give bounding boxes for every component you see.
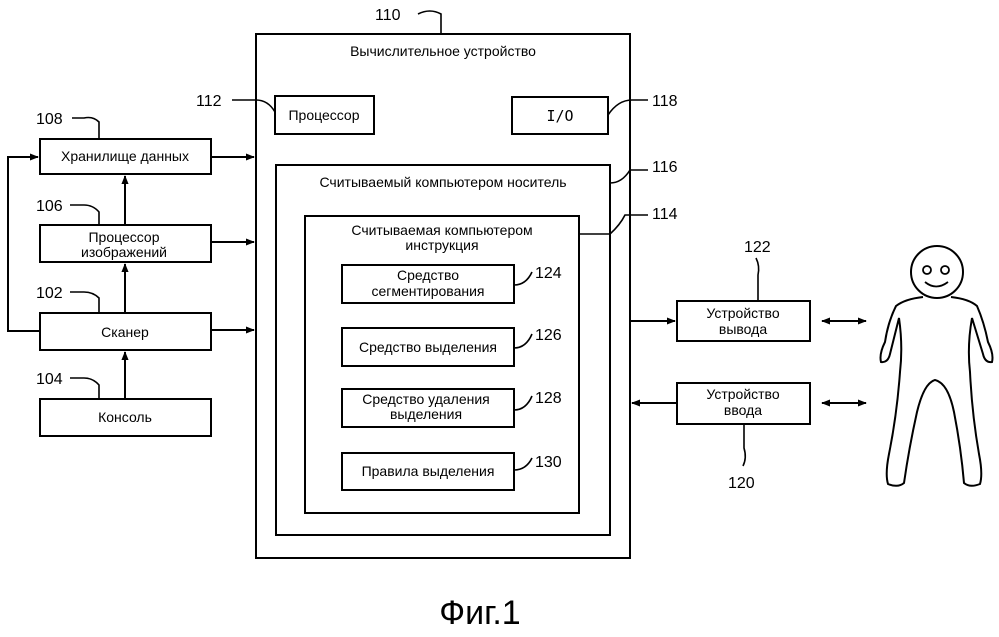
image-processor-box: Процессор изображений [40, 225, 211, 262]
data-storage-box: Хранилище данных [40, 139, 211, 174]
leader-102 [70, 292, 99, 313]
figure-caption: Фиг.1 [439, 594, 520, 632]
leader-122 [756, 258, 759, 301]
ref-126: 126 [535, 327, 562, 344]
user-body [881, 297, 993, 486]
io-box: I/O [512, 97, 608, 134]
highlight-removal-line2: выделения [390, 406, 462, 422]
leader-108 [72, 118, 99, 140]
output-device-box: Устройство вывода [677, 301, 810, 341]
image-processor-line2: изображений [81, 244, 167, 260]
scanner-box: Сканер [40, 313, 211, 350]
highlight-removal-box: Средство удаления выделения [342, 389, 514, 427]
console-label: Консоль [98, 409, 152, 425]
input-device-line1: Устройство [706, 386, 779, 402]
ref-102: 102 [36, 285, 63, 302]
instruction-label-line1: Считываемая компьютером [351, 222, 532, 238]
highlight-label: Средство выделения [359, 339, 497, 355]
segmentation-line1: Средство [397, 267, 459, 283]
leader-110 [418, 11, 441, 34]
ref-128: 128 [535, 390, 562, 407]
medium-label: Считываемый компьютером носитель [319, 174, 566, 190]
ref-122: 122 [744, 239, 771, 256]
ref-116: 116 [652, 159, 678, 176]
ref-130: 130 [535, 454, 562, 471]
processor-label: Процессор [288, 107, 359, 123]
output-device-line1: Устройство [706, 305, 779, 321]
user-head [911, 246, 963, 298]
ref-124: 124 [535, 265, 562, 282]
ref-104: 104 [36, 371, 63, 388]
instruction-label-line2: инструкция [405, 237, 478, 253]
highlight-box: Средство выделения [342, 328, 514, 366]
image-processor-line1: Процессор [88, 229, 159, 245]
leader-106 [70, 205, 99, 225]
scanner-label: Сканер [101, 324, 149, 340]
input-device-box: Устройство ввода [677, 383, 810, 424]
highlight-rules-box: Правила выделения [342, 453, 514, 490]
ref-112: 112 [196, 93, 222, 110]
highlight-rules-label: Правила выделения [362, 463, 495, 479]
segmentation-line2: сегментирования [371, 283, 484, 299]
leader-120 [743, 424, 745, 466]
ref-108: 108 [36, 111, 63, 128]
computing-device-title: Вычислительное устройство [350, 43, 536, 59]
console-box: Консоль [40, 399, 211, 436]
ref-120: 120 [728, 475, 755, 492]
output-device-line2: вывода [719, 321, 767, 337]
input-device-line2: ввода [724, 402, 762, 418]
ref-106: 106 [36, 198, 63, 215]
io-label: I/O [546, 107, 573, 125]
segmentation-box: Средство сегментирования [342, 265, 514, 303]
leader-104 [70, 378, 99, 399]
user-figure [881, 246, 993, 486]
highlight-removal-line1: Средство удаления [362, 391, 490, 407]
ref-114: 114 [652, 206, 678, 223]
arrow-scanner-to-storage [8, 157, 40, 331]
processor-box: Процессор [275, 96, 374, 134]
ref-118: 118 [652, 93, 678, 110]
ref-110: 110 [375, 7, 401, 24]
data-storage-label: Хранилище данных [61, 148, 189, 164]
